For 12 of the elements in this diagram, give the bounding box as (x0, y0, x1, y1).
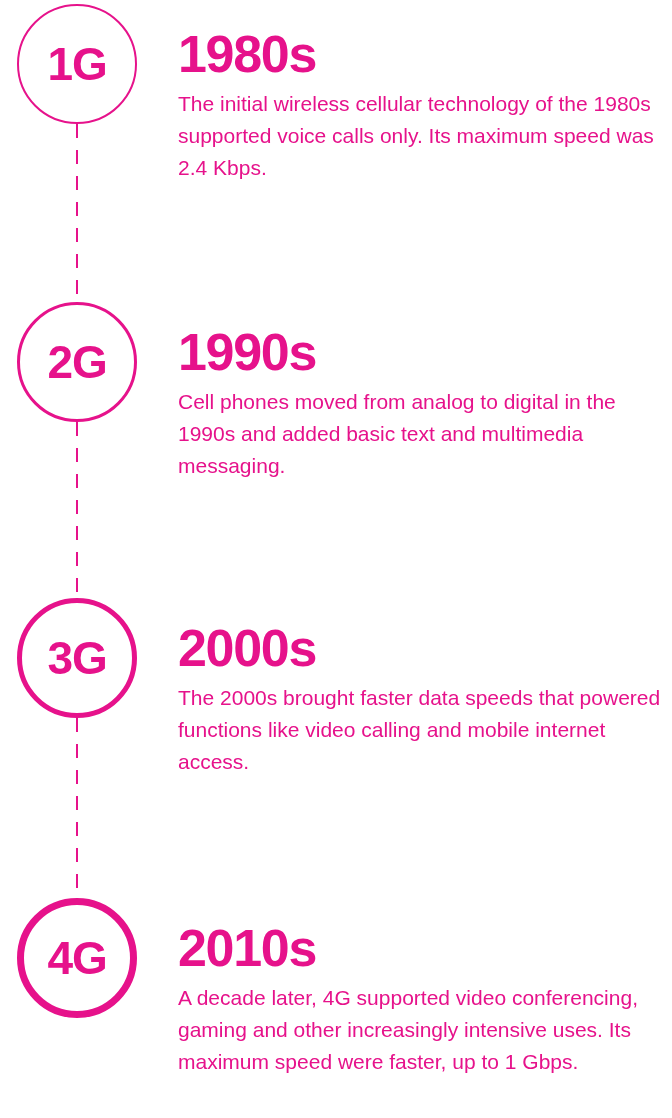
description-text: A decade later, 4G supported video conferencing, gaming and other increasingly intensive uses. Its maximum speed were faster, up to 1 Gbps. (178, 985, 639, 1075)
generation-label: 3G (47, 630, 107, 686)
decade-heading: 2000s (178, 618, 318, 678)
description-text: The initial wireless cellular technology of the 1980s supported voice calls only. Its maximum speed was 2.4 Kbps. (178, 91, 655, 181)
decade-heading: 1990s (178, 322, 318, 382)
generation-label: 4G (47, 930, 107, 986)
generation-label: 2G (47, 334, 107, 390)
generation-label: 1G (47, 36, 107, 92)
decade-heading: 2010s (178, 918, 318, 978)
description-text: Cell phones moved from analog to digital in the 1990s and added basic text and multimedia messaging. (178, 389, 617, 479)
decade-heading: 1980s (178, 24, 318, 84)
description-text: The 2000s brought faster data speeds that powered functions like video calling and mobile internet access. (178, 685, 662, 775)
